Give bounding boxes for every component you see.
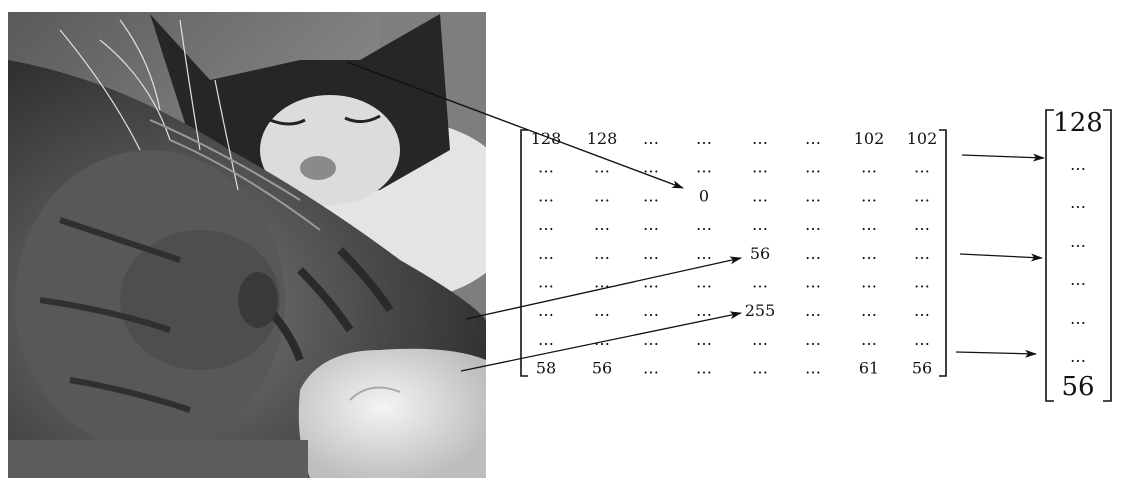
matrix-cell-r3-c3: … [643, 186, 659, 205]
matrix-cell-r9-c7: 61 [859, 359, 879, 378]
matrix-left-bracket [520, 129, 528, 377]
matrix-cell-r3-c2: … [594, 186, 610, 205]
matrix-cell-r7-c2: … [594, 301, 610, 320]
matrix-cell-r6-c7: … [861, 273, 877, 292]
matrix-cell-r7-c3: … [643, 301, 659, 320]
matrix-cell-r6-c4: … [696, 273, 712, 292]
matrix-cell-r6-c6: … [805, 273, 821, 292]
matrix-cell-r4-c8: … [914, 215, 930, 234]
matrix-cell-r7-c1: … [538, 301, 554, 320]
matrix-cell-r9-c8: 56 [912, 359, 932, 378]
matrix-cell-r1-c3: … [643, 129, 659, 148]
matrix-cell-r5-c4: … [696, 244, 712, 263]
matrix-cell-r8-c3: … [643, 330, 659, 349]
matrix-cell-r1-c5: … [752, 129, 768, 148]
arrow-photo-to-56 [465, 256, 742, 320]
matrix-cell-r4-c6: … [805, 215, 821, 234]
matrix-cell-r8-c7: … [861, 330, 877, 349]
matrix-cell-r4-c5: … [752, 215, 768, 234]
matrix-cell-r6-c5: … [752, 273, 768, 292]
matrix-cell-r3-c8: … [914, 186, 930, 205]
arrow-photo-to-0 [346, 61, 684, 189]
matrix-cell-r2-c6: … [805, 158, 821, 177]
matrix-cell-r1-c7: 102 [854, 129, 885, 148]
vector-cell-5: … [1070, 270, 1086, 289]
cat-photo [8, 12, 486, 478]
matrix-cell-r3-c6: … [805, 186, 821, 205]
vector-cell-3: … [1070, 193, 1086, 212]
matrix-cell-r9-c6: … [805, 359, 821, 378]
matrix-cell-r8-c5: … [752, 330, 768, 349]
matrix-cell-r3-c4: 0 [699, 186, 709, 205]
vector-cell-4: … [1070, 232, 1086, 251]
matrix-cell-r2-c7: … [861, 158, 877, 177]
matrix-cell-r9-c4: … [696, 359, 712, 378]
matrix-cell-r5-c6: … [805, 244, 821, 263]
arrow-row1-to-vector [961, 153, 1045, 162]
matrix-cell-r2-c8: … [914, 158, 930, 177]
matrix-cell-r8-c1: … [538, 330, 554, 349]
matrix-cell-r6-c8: … [914, 273, 930, 292]
matrix-cell-r8-c2: … [594, 330, 610, 349]
matrix-cell-r4-c1: … [538, 215, 554, 234]
vector-right-bracket [1103, 109, 1112, 402]
arrow-row9-to-vector [955, 349, 1037, 358]
matrix-cell-r7-c6: … [805, 301, 821, 320]
matrix-cell-r3-c7: … [861, 186, 877, 205]
vector-cell-8: 56 [1061, 372, 1094, 402]
matrix-cell-r4-c4: … [696, 215, 712, 234]
matrix-cell-r2-c5: … [752, 158, 768, 177]
matrix-cell-r2-c2: … [594, 158, 610, 177]
matrix-cell-r9-c1: 58 [536, 359, 556, 378]
matrix-cell-r5-c3: … [643, 244, 659, 263]
matrix-cell-r2-c1: … [538, 158, 554, 177]
matrix-cell-r9-c5: … [752, 359, 768, 378]
vector-cell-1: 128 [1053, 108, 1103, 138]
matrix-cell-r9-c2: 56 [592, 359, 612, 378]
matrix-cell-r1-c2: 128 [587, 129, 618, 148]
matrix-cell-r5-c2: … [594, 244, 610, 263]
matrix-cell-r4-c7: … [861, 215, 877, 234]
matrix-cell-r6-c2: … [594, 273, 610, 292]
matrix-cell-r4-c2: … [594, 215, 610, 234]
vector-left-bracket [1045, 109, 1054, 402]
vector-cell-2: … [1070, 155, 1086, 174]
matrix-cell-r3-c5: … [752, 186, 768, 205]
matrix-cell-r2-c4: … [696, 158, 712, 177]
matrix-cell-r8-c4: … [696, 330, 712, 349]
matrix-cell-r7-c7: … [861, 301, 877, 320]
arrow-row5-to-vector [959, 253, 1043, 262]
matrix-cell-r9-c3: … [643, 359, 659, 378]
flattened-vector: 128 … … … … … … 56 [1053, 108, 1103, 402]
matrix-cell-r1-c6: … [805, 129, 821, 148]
matrix-right-bracket [939, 129, 947, 377]
matrix-cell-r5-c1: … [538, 244, 554, 263]
matrix-cell-r4-c3: … [643, 215, 659, 234]
matrix-cell-r8-c8: … [914, 330, 930, 349]
vector-cell-7: … [1070, 347, 1086, 366]
matrix-cell-r2-c3: … [643, 158, 659, 177]
matrix-cell-r7-c4: … [696, 301, 712, 320]
matrix-cell-r1-c1: 128 [531, 129, 562, 148]
matrix-cell-r7-c5: 255 [745, 301, 776, 320]
matrix-cell-r7-c8: … [914, 301, 930, 320]
matrix-cell-r6-c1: … [538, 273, 554, 292]
matrix-cell-r6-c3: … [643, 273, 659, 292]
matrix-cell-r5-c5: 56 [750, 244, 770, 263]
matrix-cell-r3-c1: … [538, 186, 554, 205]
matrix-cell-r8-c6: … [805, 330, 821, 349]
matrix-cell-r5-c7: … [861, 244, 877, 263]
matrix-cell-r5-c8: … [914, 244, 930, 263]
arrow-photo-to-255 [460, 311, 742, 372]
pixel-matrix: 128 128 … … … … 102 102 … … … … … … … … … … … 0 … … … … … … … … … … … …… [531, 129, 938, 378]
vector-cell-6: … [1070, 309, 1086, 328]
matrix-cell-r1-c8: 102 [907, 129, 938, 148]
matrix-cell-r1-c4: … [696, 129, 712, 148]
